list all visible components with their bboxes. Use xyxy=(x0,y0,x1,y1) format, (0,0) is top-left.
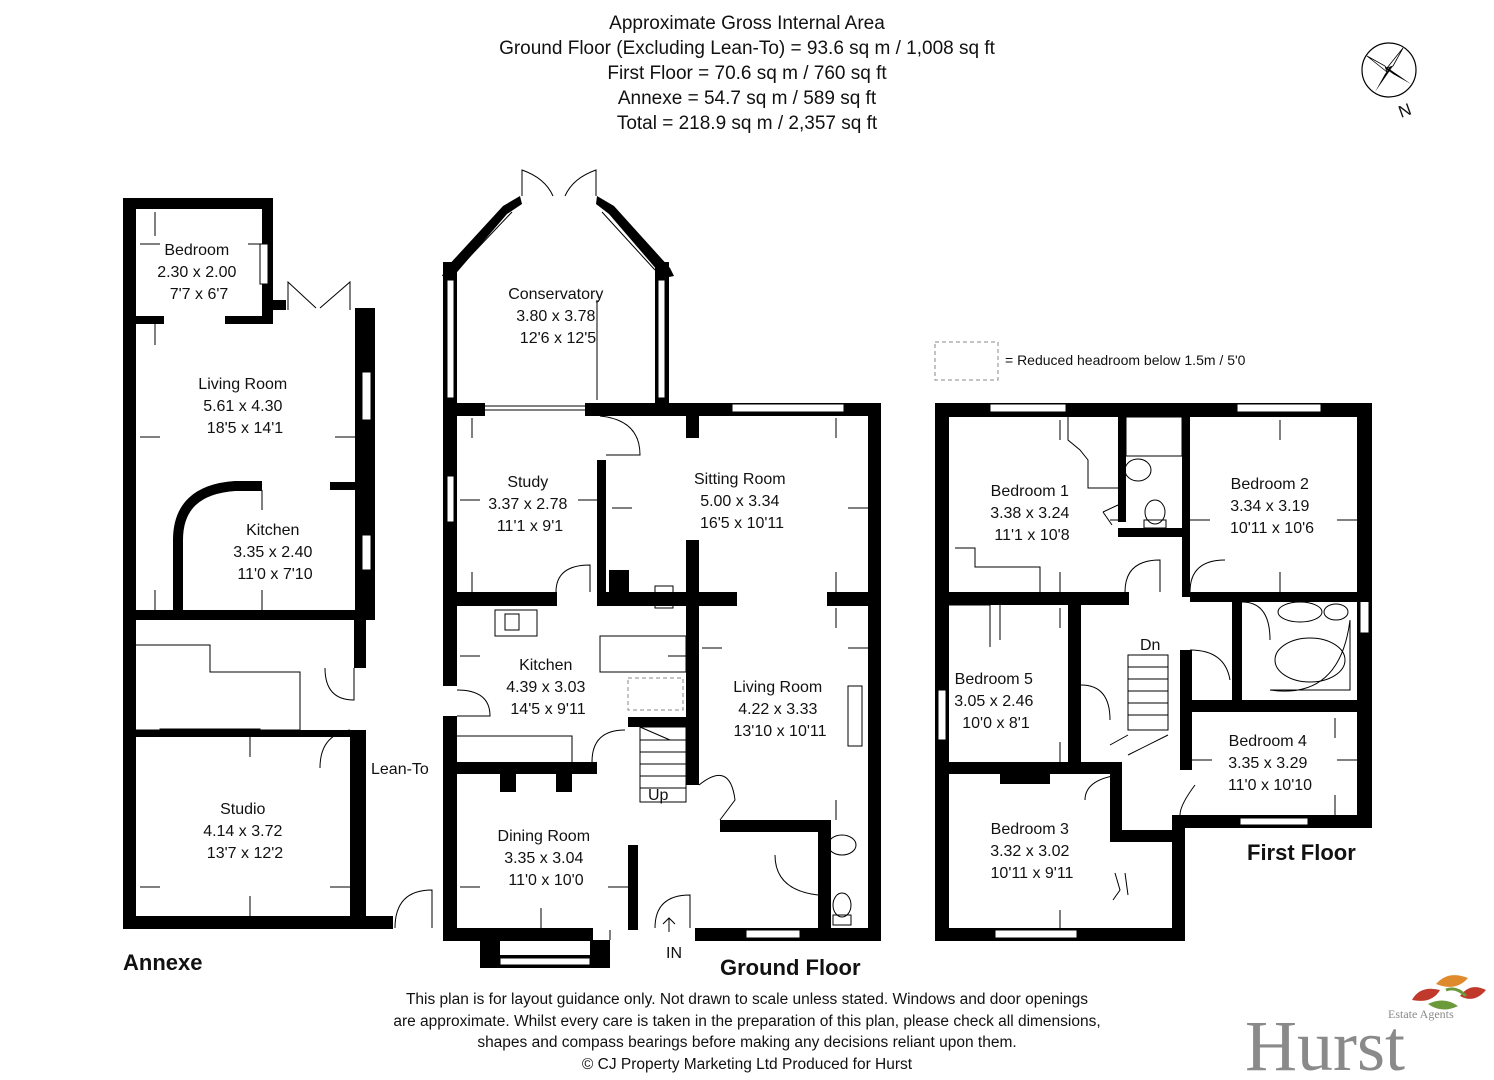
lean-to-label: Lean-To xyxy=(371,761,429,778)
disclaimer: This plan is for layout guidance only. N… xyxy=(0,989,1494,1075)
brand-name: Hurst xyxy=(1245,1006,1405,1080)
area-summary: Approximate Gross Internal Area Ground F… xyxy=(0,11,1494,136)
ground-floor-title: Ground Floor xyxy=(720,955,861,980)
annexe-studio-label: Studio 4.14 x 3.72 13'7 x 12'2 xyxy=(203,801,287,862)
dining-room-label: Dining Room 3.35 x 3.04 11'0 x 10'0 xyxy=(498,828,595,889)
compass-icon: N xyxy=(1361,42,1417,122)
brand-tagline: Estate Agents xyxy=(1388,1007,1454,1021)
stairs-up-label: Up xyxy=(648,787,669,804)
living-room-label: Living Room 4.22 x 3.33 13'10 x 10'11 xyxy=(733,679,826,740)
disclaimer-line-3: shapes and compass bearings before makin… xyxy=(477,1034,1017,1051)
kitchen-label: Kitchen 4.39 x 3.03 14'5 x 9'11 xyxy=(506,657,590,718)
sitting-room-label: Sitting Room 5.00 x 3.34 16'5 x 10'11 xyxy=(694,471,790,532)
bedroom-2-label: Bedroom 2 3.34 x 3.19 10'11 x 10'6 xyxy=(1230,476,1314,537)
disclaimer-line-1: This plan is for layout guidance only. N… xyxy=(405,991,1089,1008)
bedroom-5-label: Bedroom 5 3.05 x 2.46 10'0 x 8'1 xyxy=(954,671,1038,732)
annexe-kitchen-label: Kitchen 3.35 x 2.40 11'0 x 7'10 xyxy=(233,522,317,583)
first-floor-title: First Floor xyxy=(1247,840,1356,865)
area-total: Total = 218.9 sq m / 2,357 sq ft xyxy=(616,113,878,134)
compass-north-label: N xyxy=(1396,100,1414,122)
ground-floor-plan xyxy=(442,169,881,968)
first-floor-plan xyxy=(935,403,1372,941)
bedroom-1-label: Bedroom 1 3.38 x 3.24 11'1 x 10'8 xyxy=(990,483,1074,544)
study-label: Study 3.37 x 2.78 11'1 x 9'1 xyxy=(488,474,572,535)
annexe-living-room-label: Living Room 5.61 x 4.30 18'5 x 14'1 xyxy=(198,376,291,437)
stairs-down-label: Dn xyxy=(1140,637,1160,654)
bedroom-4-label: Bedroom 4 3.35 x 3.29 11'0 x 10'10 xyxy=(1228,733,1312,794)
area-annexe: Annexe = 54.7 sq m / 589 sq ft xyxy=(617,88,877,109)
bedroom-3-label: Bedroom 3 3.32 x 3.02 10'11 x 9'11 xyxy=(990,821,1074,882)
headroom-legend-box xyxy=(934,341,999,381)
area-first-floor: First Floor = 70.6 sq m / 760 sq ft xyxy=(607,63,887,84)
annexe-plan xyxy=(123,198,433,929)
headroom-legend-text: = Reduced headroom below 1.5m / 5'0 xyxy=(1005,352,1246,368)
annexe-bedroom-label: Bedroom 2.30 x 2.00 7'7 x 6'7 xyxy=(157,242,241,303)
disclaimer-line-2: are approximate. Whilst every care is ta… xyxy=(393,1012,1101,1030)
area-ground-floor: Ground Floor (Excluding Lean-To) = 93.6 … xyxy=(499,38,995,59)
hurst-logo: Estate Agents Hurst xyxy=(1245,975,1486,1080)
conservatory-label: Conservatory 3.80 x 3.78 12'6 x 12'5 xyxy=(508,286,608,347)
annexe-title: Annexe xyxy=(123,950,202,975)
copyright-line: © CJ Property Marketing Ltd Produced for… xyxy=(581,1055,913,1073)
entrance-label: IN xyxy=(666,945,682,962)
area-title: Approximate Gross Internal Area xyxy=(609,13,885,34)
